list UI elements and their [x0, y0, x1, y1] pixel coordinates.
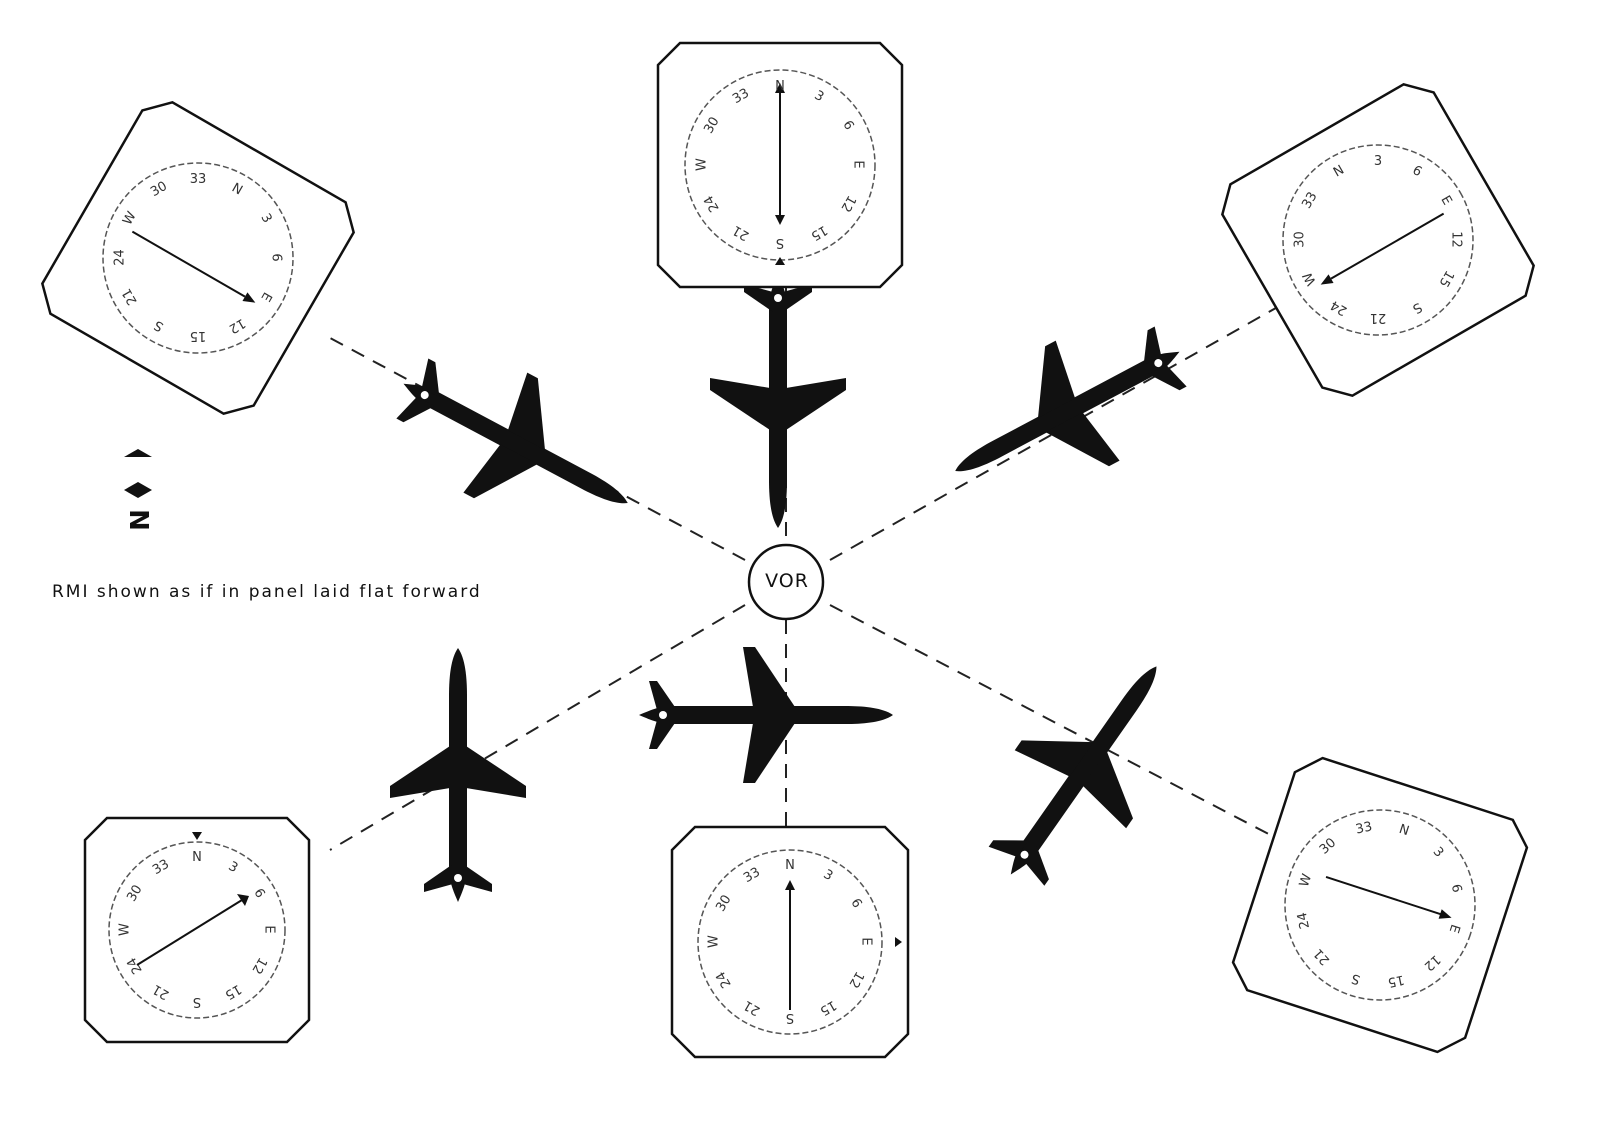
aircraft-lower-right: [955, 627, 1213, 914]
rmi-lower-right: [1231, 756, 1529, 1054]
aircraft-upper-left: [371, 323, 660, 564]
vor-label: VOR: [765, 570, 809, 592]
north-label: N: [123, 509, 153, 531]
vor-station: [747, 543, 825, 621]
rmi-upper-left: [41, 101, 355, 415]
rmi-top-center: [656, 41, 904, 289]
rmi-lower-left: [83, 816, 311, 1044]
aircraft-lower-left: [390, 648, 526, 902]
north-arrow-icon: [124, 449, 152, 498]
aircraft-upper-right: [923, 291, 1212, 532]
aircraft-lower-center: [639, 647, 893, 783]
rmi-lower-center: [670, 825, 910, 1059]
rmi-upper-right: [1221, 83, 1535, 397]
aircraft-top-center: [710, 274, 846, 528]
diagram-caption: RMI shown as if in panel laid flat forwa…: [52, 582, 482, 602]
